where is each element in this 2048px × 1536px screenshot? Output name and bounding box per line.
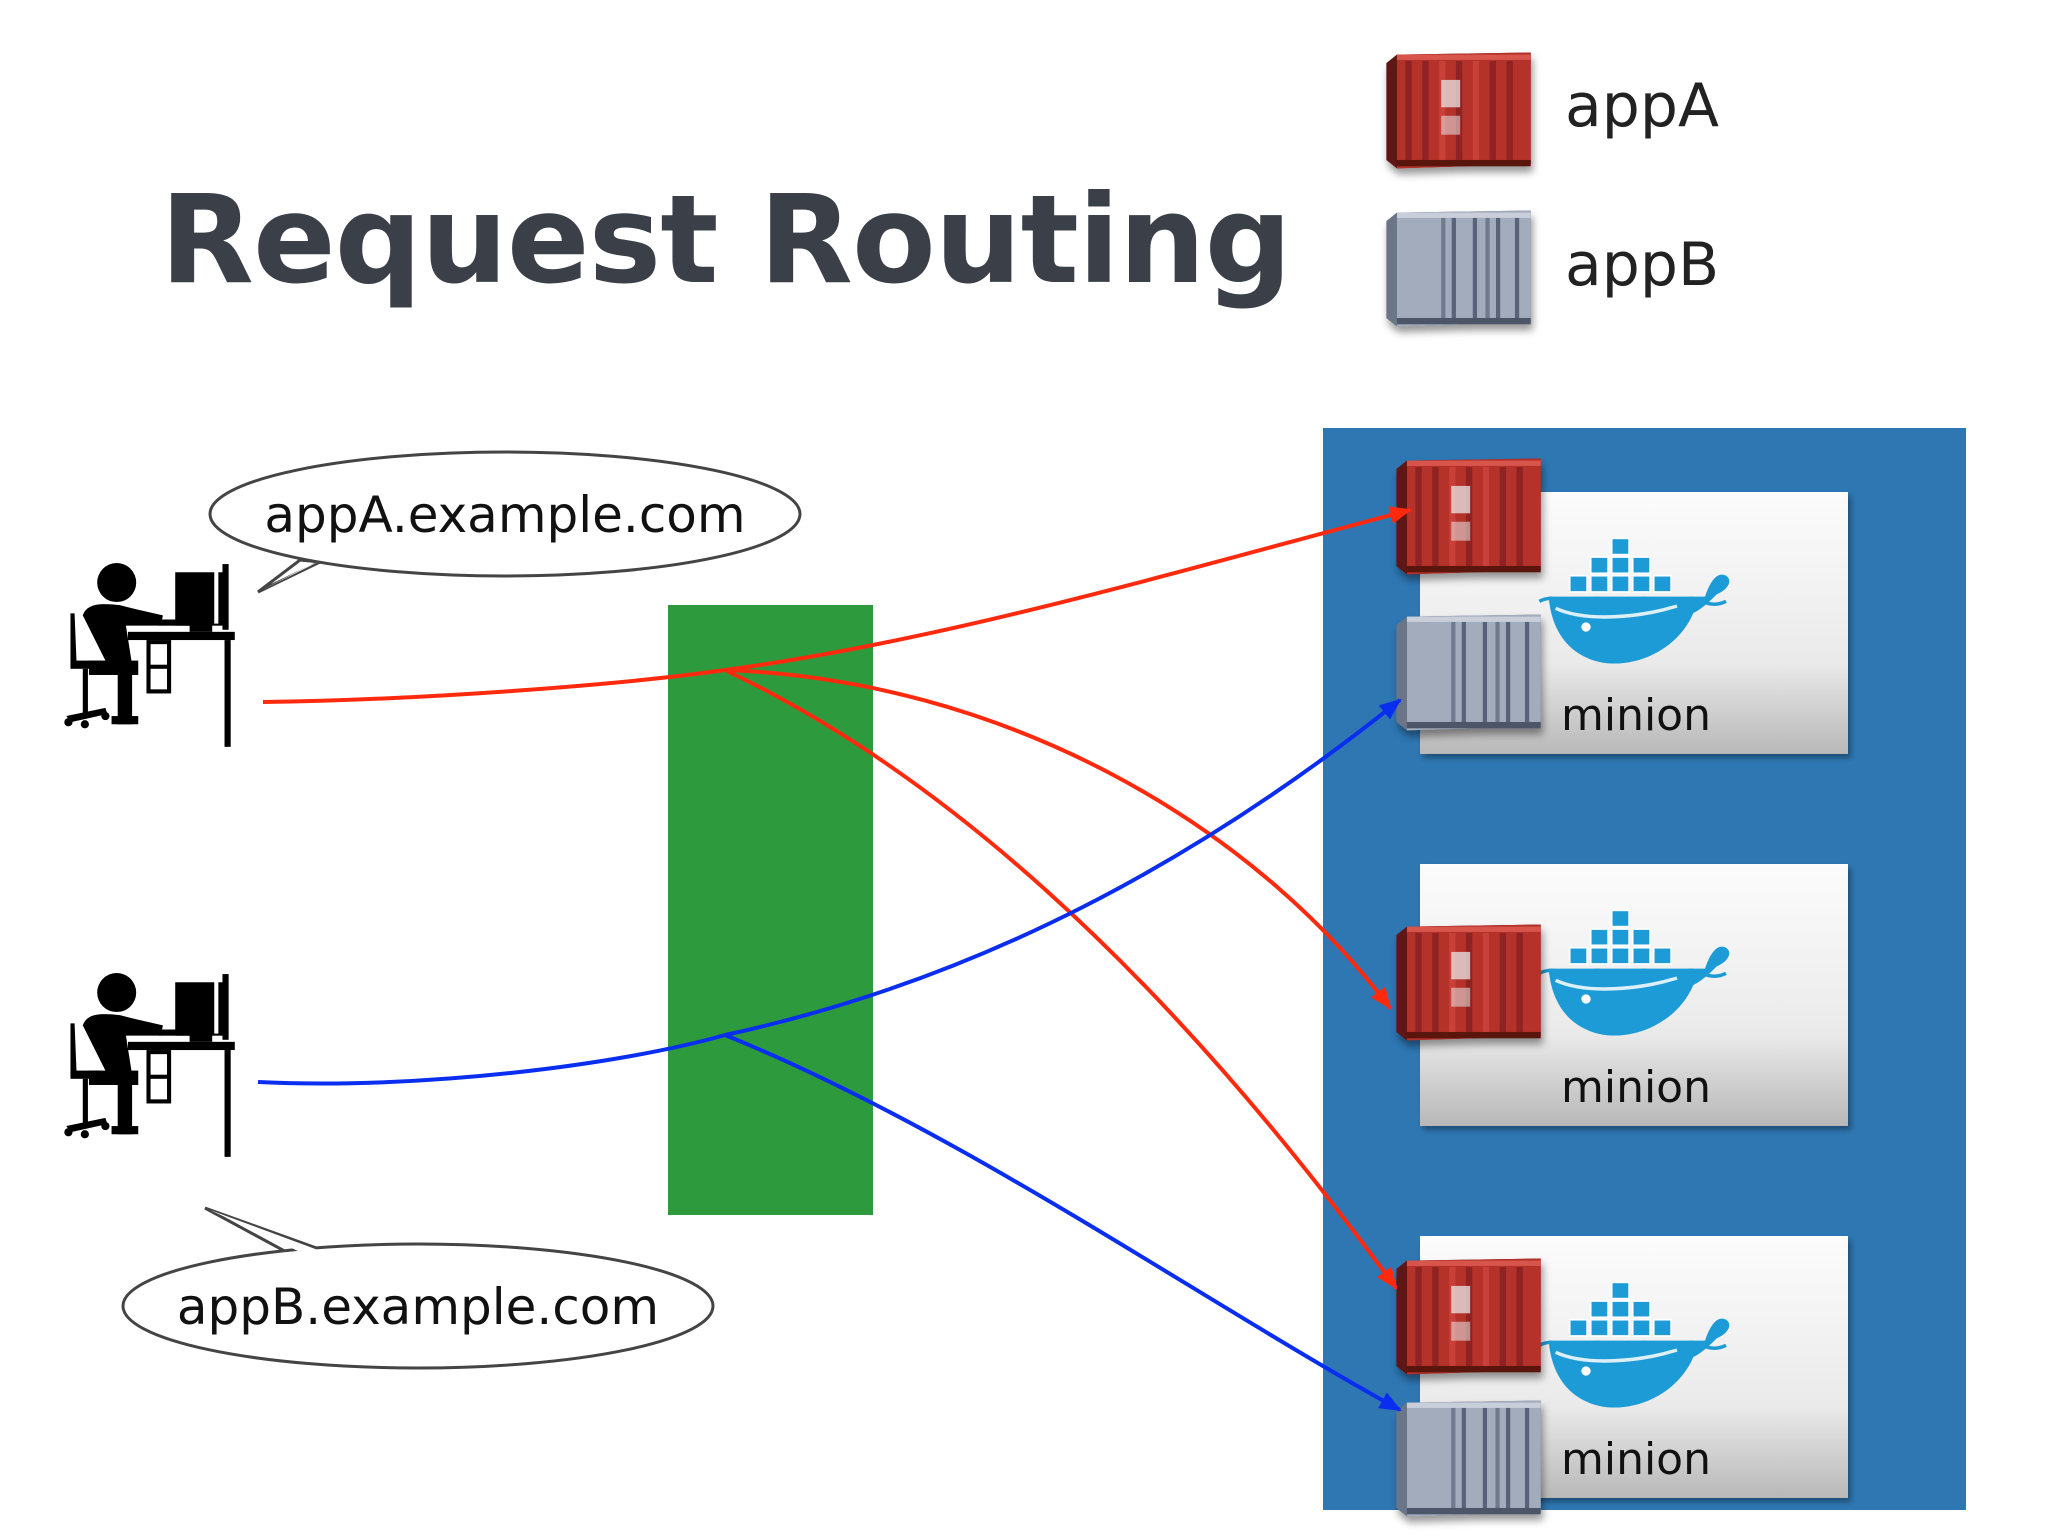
minion-label: minion bbox=[1561, 1434, 1711, 1485]
legend-appB-label: appB bbox=[1565, 230, 1719, 300]
person-at-computer-icon bbox=[64, 973, 235, 1157]
route-router-to-minion-2-appA bbox=[724, 668, 1392, 1010]
route-router-to-minion-3-appB bbox=[724, 1033, 1402, 1412]
route-router-to-minion-1-appB bbox=[724, 698, 1402, 1037]
router bbox=[668, 605, 873, 1215]
page-title: Request Routing bbox=[160, 169, 1291, 311]
user-a-request-url: appA.example.com bbox=[264, 486, 745, 544]
legend: appA appB bbox=[1386, 52, 1719, 327]
minion-node-2: minion bbox=[1396, 864, 1848, 1126]
grey-shipping-container-icon bbox=[1396, 614, 1541, 731]
route-router-to-minion-1-appA bbox=[724, 506, 1412, 672]
red-shipping-container-icon bbox=[1396, 458, 1541, 575]
grey-shipping-container-icon bbox=[1386, 210, 1531, 327]
minion-node-1: minion bbox=[1396, 458, 1848, 754]
routes-appB bbox=[257, 698, 1402, 1412]
person-at-computer-icon bbox=[64, 563, 235, 747]
route-router-to-minion-3-appA bbox=[724, 668, 1398, 1290]
grey-shipping-container-icon bbox=[1396, 1400, 1541, 1517]
route-user-b-to-router bbox=[257, 1033, 726, 1086]
speech-bubble-appB: appB.example.com bbox=[121, 1206, 715, 1370]
speech-bubble-appA: appA.example.com bbox=[208, 450, 802, 594]
route-user-a-to-router bbox=[262, 668, 726, 704]
minion-label: minion bbox=[1561, 690, 1711, 741]
routes-appA bbox=[262, 506, 1412, 1290]
red-shipping-container-icon bbox=[1396, 1258, 1541, 1375]
legend-appA-label: appA bbox=[1565, 71, 1719, 141]
user-b-request-url: appB.example.com bbox=[177, 1278, 659, 1336]
minion-node-3: minion bbox=[1396, 1236, 1848, 1517]
red-shipping-container-icon bbox=[1396, 924, 1541, 1041]
red-shipping-container-icon bbox=[1386, 52, 1531, 169]
minion-label: minion bbox=[1561, 1062, 1711, 1113]
